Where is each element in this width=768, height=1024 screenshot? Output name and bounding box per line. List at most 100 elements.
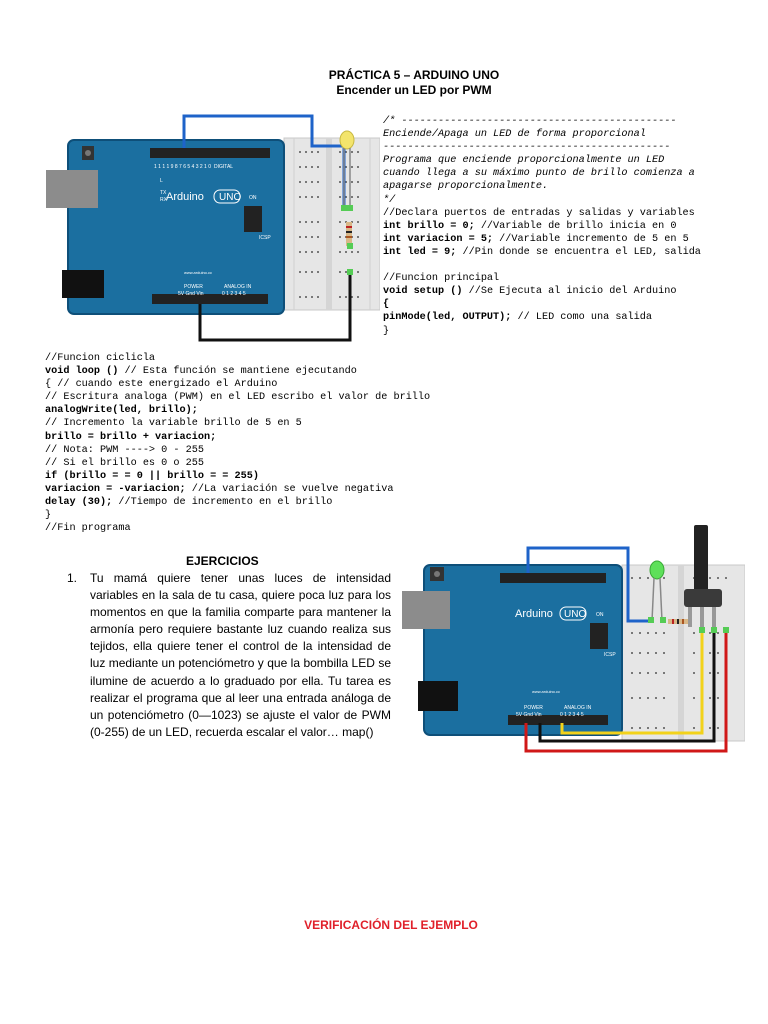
code-block-right: /* -------------------------------------… xyxy=(383,115,701,338)
code-line: { // cuando este energizado el Arduino xyxy=(45,378,430,391)
code-segment: void setup () xyxy=(383,286,463,298)
board-rx-label: RX xyxy=(160,197,168,203)
board-digital-pins: 1 1 1 1 9 8 7 6 5 4 3 2 1 0 xyxy=(154,164,211,170)
code-line: // Nota: PWM ----> 0 - 255 xyxy=(45,444,430,457)
code-line: brillo = brillo + variacion; xyxy=(45,431,430,444)
code-segment: int led = 9; xyxy=(383,246,457,258)
arduino-led-diagram: Arduino UNO ON TX RX L ICSP DIGITAL 1 1 … xyxy=(46,114,380,342)
code-segment: // Nota: PWM ----> 0 - 255 xyxy=(45,444,204,456)
code-line: analogWrite(led, brillo); xyxy=(45,404,430,417)
wire-black xyxy=(198,272,352,342)
verification-heading: VERIFICACIÓN DEL EJEMPLO xyxy=(304,918,478,932)
code-segment: //Fin programa xyxy=(45,523,131,535)
wire-blue xyxy=(526,546,648,623)
code-line: pinMode(led, OUTPUT); // LED como una sa… xyxy=(383,311,701,324)
wire-yellow xyxy=(560,633,704,735)
code-segment: apagarse proporcionalmente. xyxy=(383,181,549,193)
code-line: delay (30); //Tiempo de incremento en el… xyxy=(45,496,430,509)
code-segment: //La variación se vuelve negativa xyxy=(185,483,394,495)
board-website: www.arduino.cc xyxy=(184,270,212,275)
board-brand: Arduino xyxy=(166,191,204,203)
board-power-pins: 5V Gnd Vin xyxy=(516,712,542,718)
board-analog-pins: 0 1 2 3 4 5 xyxy=(560,712,584,718)
potentiometer-shaft xyxy=(694,525,708,591)
code-line: Programa que enciende proporcionalmente … xyxy=(383,154,701,167)
document-subtitle: Encender un LED por PWM xyxy=(336,83,492,97)
board-website: www.arduino.cc xyxy=(532,689,560,694)
wire-black xyxy=(538,633,716,743)
code-line: apagarse proporcionalmente. xyxy=(383,180,701,193)
code-segment: analogWrite(led, brillo); xyxy=(45,405,198,417)
code-line: cuando llega a su máximo punto de brillo… xyxy=(383,167,701,180)
potentiometer-body xyxy=(684,589,722,607)
power-jack xyxy=(62,270,104,298)
board-on-label: ON xyxy=(596,612,604,618)
code-segment: //Funcion principal xyxy=(383,273,500,285)
document-title: PRÁCTICA 5 – ARDUINO UNO xyxy=(328,68,500,82)
code-segment: // Incremento la variable brillo de 5 en… xyxy=(45,418,302,430)
arduino-board xyxy=(68,140,284,314)
board-icsp-label: ICSP xyxy=(259,235,271,241)
code-segment: //Variable de brillo inicia en 0 xyxy=(474,220,677,232)
code-segment: cuando llega a su máximo punto de brillo… xyxy=(383,168,695,180)
led-yellow xyxy=(339,130,355,150)
board-analog-label: ANALOG IN xyxy=(564,705,592,711)
code-line: variacion = -variacion; //La variación s… xyxy=(45,483,430,496)
code-line: } xyxy=(45,509,430,522)
board-model: UNO xyxy=(219,192,241,203)
code-line: // Escritura analoga (PWM) en el LED esc… xyxy=(45,391,430,404)
exercise-text: Tu mamá quiere tener unas luces de inten… xyxy=(90,571,391,739)
code-segment: // Si el brillo es 0 o 255 xyxy=(45,457,204,469)
code-line: //Funcion ciclicla xyxy=(45,352,430,365)
exercises-heading: EJERCICIOS xyxy=(186,554,259,568)
code-segment: Enciende/Apaga un LED de forma proporcio… xyxy=(383,129,646,141)
code-segment: { // cuando este energizado el Arduino xyxy=(45,379,278,391)
code-line: int led = 9; //Pin donde se encuentra el… xyxy=(383,246,701,259)
code-segment: // Esta función se mantiene ejecutando xyxy=(118,366,357,378)
code-segment: */ xyxy=(383,194,396,206)
code-segment: } xyxy=(383,325,390,337)
usb-connector xyxy=(46,170,98,208)
board-model: UNO xyxy=(564,609,586,620)
code-line: { xyxy=(383,298,701,311)
code-segment: // LED como una salida xyxy=(511,312,653,324)
board-l-label: L xyxy=(160,178,163,184)
code-line: } xyxy=(383,325,701,338)
code-segment: int brillo = 0; xyxy=(383,220,475,232)
code-segment: brillo = brillo + variacion; xyxy=(45,431,217,443)
usb-connector xyxy=(402,591,450,629)
code-segment: //Variable incremento de 5 en 5 xyxy=(493,233,689,245)
wire-red xyxy=(524,633,728,753)
code-segment: int variacion = 5; xyxy=(383,233,494,245)
board-power-label: POWER xyxy=(524,705,543,711)
code-line: int variacion = 5; //Variable incremento… xyxy=(383,233,701,246)
code-segment: { xyxy=(383,299,390,311)
code-segment: pinMode(led, OUTPUT); xyxy=(383,312,512,324)
code-line: */ xyxy=(383,194,701,207)
code-line xyxy=(383,259,701,272)
board-brand: Arduino xyxy=(515,608,553,620)
code-line: Enciende/Apaga un LED de forma proporcio… xyxy=(383,128,701,141)
board-power-pins: 5V Gnd Vin xyxy=(178,291,204,297)
arduino-potentiometer-diagram: Arduino UNO ON ICSP www.arduino.cc POWER… xyxy=(402,525,745,753)
code-segment: Programa que enciende proporcionalmente … xyxy=(383,155,665,167)
led-green xyxy=(649,560,665,580)
board-analog-label: ANALOG IN xyxy=(224,284,252,290)
code-line: // Si el brillo es 0 o 255 xyxy=(45,457,430,470)
code-segment: ----------------------------------------… xyxy=(383,142,671,154)
code-segment: if (brillo = = 0 || brillo = = 255) xyxy=(45,470,259,482)
code-segment: //Se Ejecuta al inicio del Arduino xyxy=(462,286,677,298)
code-segment: //Pin donde se encuentra el LED, salida xyxy=(456,246,701,258)
code-segment: // Escritura analoga (PWM) en el LED esc… xyxy=(45,392,431,404)
code-segment: //Declara puertos de entradas y salidas … xyxy=(383,207,695,219)
code-line: // Incremento la variable brillo de 5 en… xyxy=(45,417,430,430)
board-on-label: ON xyxy=(249,195,257,201)
board-power-label: POWER xyxy=(184,284,203,290)
code-segment: //Tiempo de incremento en el brillo xyxy=(112,497,333,509)
board-digital-label: DIGITAL xyxy=(214,164,233,170)
code-segment: delay (30); xyxy=(45,497,113,509)
code-line: ----------------------------------------… xyxy=(383,141,701,154)
code-line: //Funcion principal xyxy=(383,272,701,285)
board-tx-label: TX xyxy=(160,190,167,196)
